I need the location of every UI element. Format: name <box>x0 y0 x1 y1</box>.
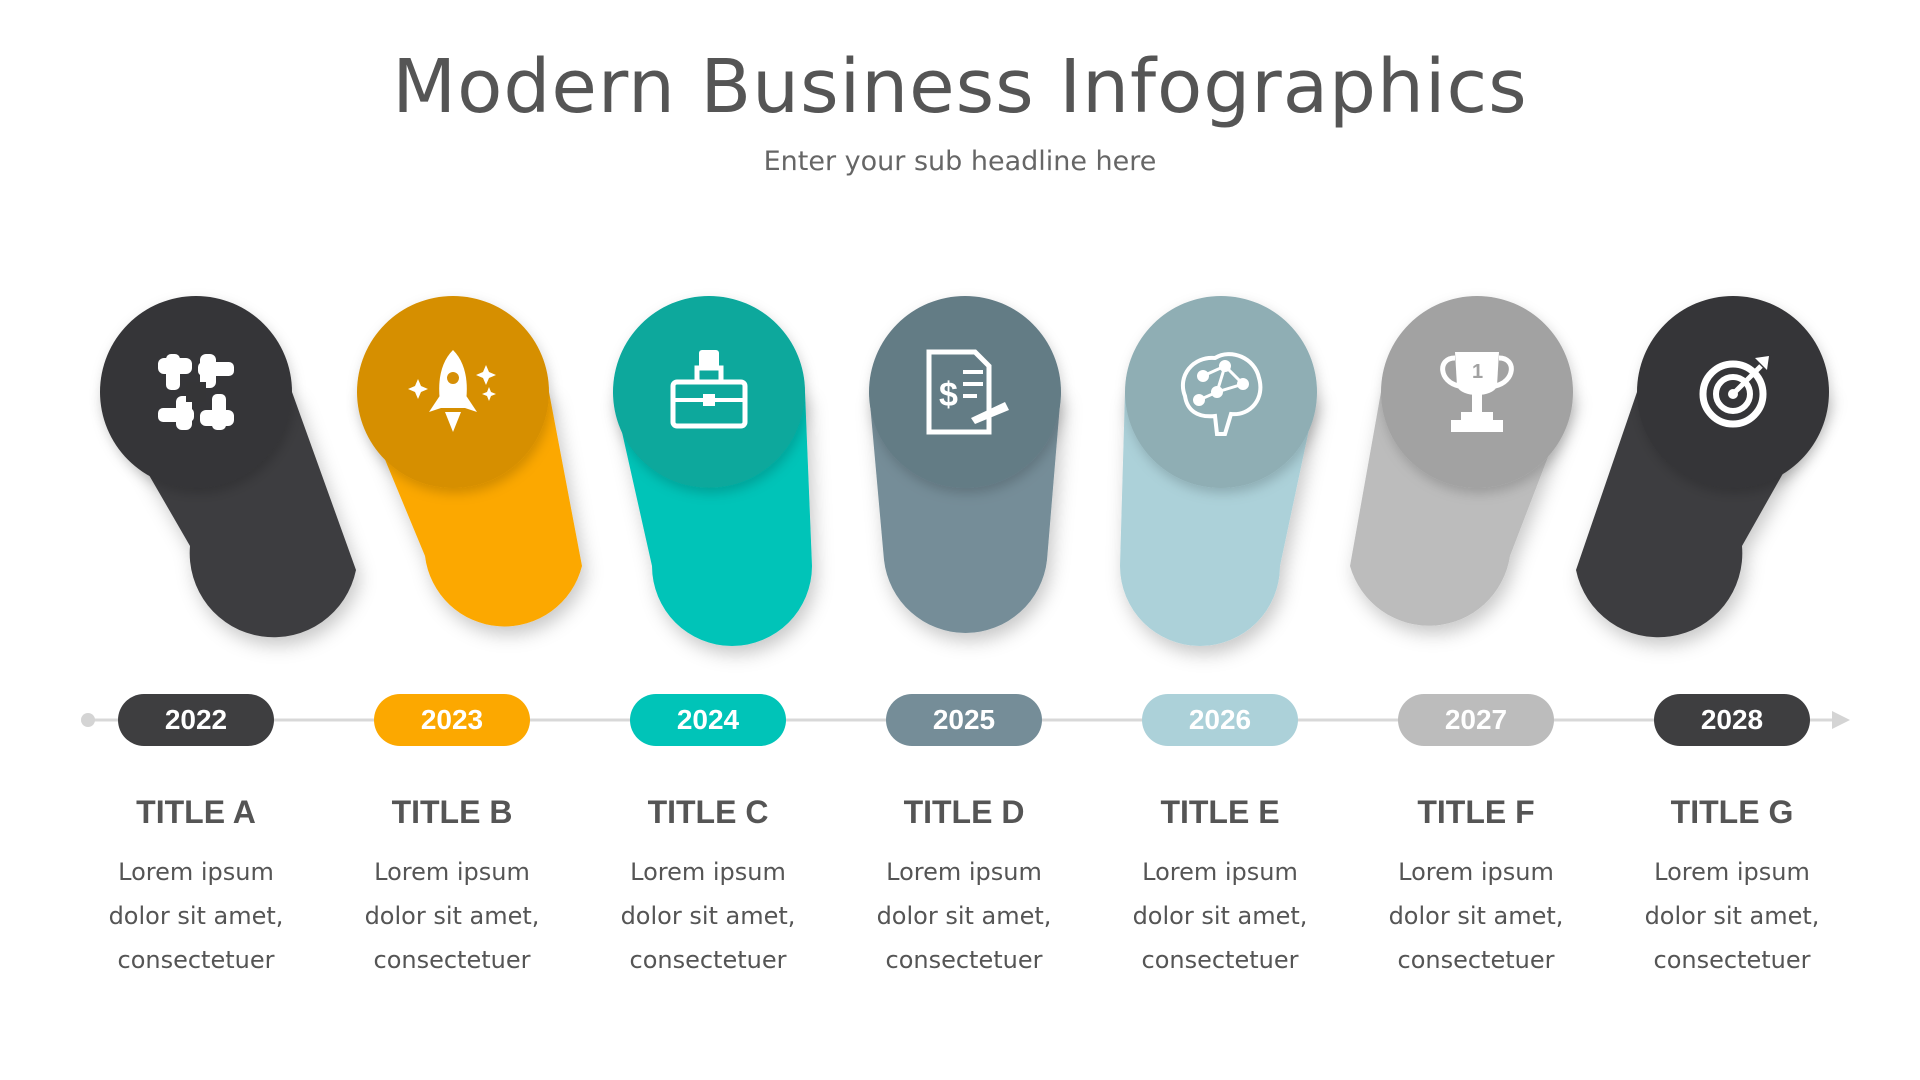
year-pill-2024: 2024 <box>630 694 786 746</box>
target-icon <box>1699 356 1769 428</box>
step-desc-d: Lorem ipsum dolor sit amet, consectetuer <box>839 850 1089 982</box>
capsule-c <box>613 296 812 646</box>
step-title-b: TITLE B <box>391 794 513 830</box>
brain-network-icon <box>1181 352 1263 436</box>
step-desc-g: Lorem ipsum dolor sit amet, consectetuer <box>1607 850 1857 982</box>
briefcase-icon <box>670 350 748 429</box>
desc-line: consectetuer <box>117 946 275 974</box>
desc-line: dolor sit amet, <box>364 902 540 930</box>
year-pill-2025: 2025 <box>886 694 1042 746</box>
invoice-icon: $ <box>926 349 1009 435</box>
desc-line: dolor sit amet, <box>1132 902 1308 930</box>
rocket-icon <box>408 350 496 432</box>
step-title-c: TITLE C <box>647 794 769 830</box>
capsule-f <box>1350 296 1573 626</box>
timeline-arrow-icon <box>1832 711 1850 729</box>
year-pill-2028: 2028 <box>1654 694 1810 746</box>
svg-text:1: 1 <box>1472 361 1483 383</box>
desc-line: consectetuer <box>885 946 1043 974</box>
desc-line: Lorem ipsum <box>1142 858 1298 886</box>
step-title-g: TITLE G <box>1670 794 1794 830</box>
step-title-a: TITLE A <box>136 794 256 830</box>
year-pill-2022: 2022 <box>118 694 274 746</box>
desc-line: consectetuer <box>1397 946 1555 974</box>
capsule-e <box>1120 296 1317 646</box>
step-desc-e: Lorem ipsum dolor sit amet, consectetuer <box>1095 850 1345 982</box>
desc-line: consectetuer <box>373 946 531 974</box>
page-subtitle: Enter your sub headline here <box>763 146 1157 177</box>
step-title-f: TITLE F <box>1417 794 1535 830</box>
capsule-b <box>357 296 582 627</box>
desc-line: consectetuer <box>1653 946 1811 974</box>
desc-line: dolor sit amet, <box>1644 902 1820 930</box>
desc-line: dolor sit amet, <box>620 902 796 930</box>
desc-line: Lorem ipsum <box>118 858 274 886</box>
capsule-d <box>869 296 1061 633</box>
capsule-g <box>1576 296 1829 638</box>
desc-line: consectetuer <box>1141 946 1299 974</box>
step-desc-b: Lorem ipsum dolor sit amet, consectetuer <box>327 850 577 982</box>
step-desc-f: Lorem ipsum dolor sit amet, consectetuer <box>1351 850 1601 982</box>
year-pill-2023: 2023 <box>374 694 530 746</box>
desc-line: Lorem ipsum <box>374 858 530 886</box>
step-desc-c: Lorem ipsum dolor sit amet, consectetuer <box>583 850 833 982</box>
year-pill-2026: 2026 <box>1142 694 1298 746</box>
year-pill-2027: 2027 <box>1398 694 1554 746</box>
teamwork-hands-icon <box>158 354 234 430</box>
desc-line: Lorem ipsum <box>1654 858 1810 886</box>
desc-line: dolor sit amet, <box>1388 902 1564 930</box>
timeline-start-dot <box>81 713 95 727</box>
desc-line: consectetuer <box>629 946 787 974</box>
step-desc-a: Lorem ipsum dolor sit amet, consectetuer <box>71 850 321 982</box>
page-title: Modern Business Infographics <box>392 44 1528 130</box>
step-title-e: TITLE E <box>1160 794 1280 830</box>
trophy-icon: 1 <box>1440 352 1514 432</box>
desc-line: Lorem ipsum <box>886 858 1042 886</box>
svg-text:$: $ <box>939 376 958 414</box>
desc-line: Lorem ipsum <box>1398 858 1554 886</box>
desc-line: dolor sit amet, <box>876 902 1052 930</box>
desc-line: dolor sit amet, <box>108 902 284 930</box>
capsule-a <box>100 296 356 638</box>
step-title-d: TITLE D <box>903 794 1025 830</box>
desc-line: Lorem ipsum <box>630 858 786 886</box>
